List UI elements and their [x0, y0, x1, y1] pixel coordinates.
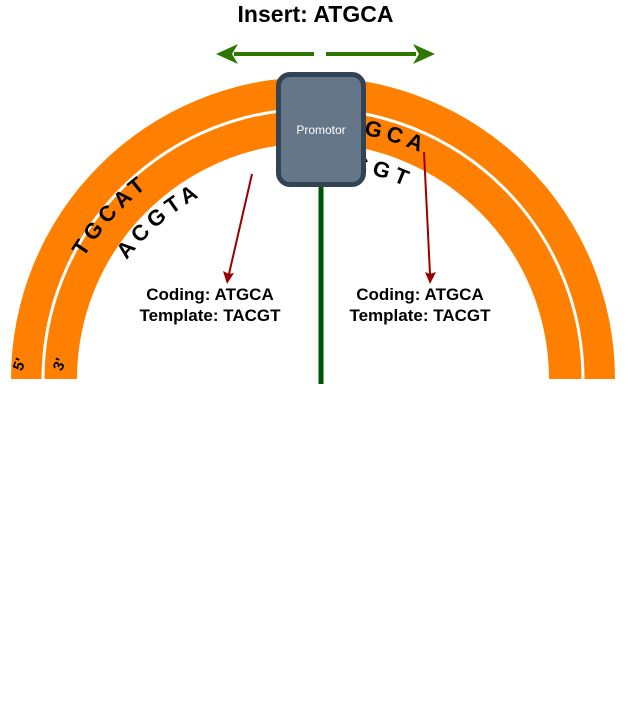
diagram-title: Insert: ATGCA — [237, 1, 394, 27]
right-pointer-arrow — [423, 151, 436, 284]
promoter-label: Promotor — [296, 122, 346, 137]
left-annotation: Coding: ATGCA Template: TACGT — [105, 284, 315, 326]
outer-strand — [11, 77, 615, 379]
promoter-box: Promotor — [276, 72, 366, 187]
left-template-label: Template: TACGT — [139, 306, 281, 325]
right-coding-label: Coding: ATGCA — [356, 285, 484, 304]
right-template-label: Template: TACGT — [349, 306, 491, 325]
left-pointer-arrow — [223, 173, 253, 284]
left-coding-label: Coding: ATGCA — [146, 285, 274, 304]
right-annotation: Coding: ATGCA Template: TACGT — [315, 284, 525, 326]
inner-strand — [43, 109, 583, 379]
five-prime-label: 5' — [10, 356, 30, 373]
right-direction-arrow — [326, 44, 435, 64]
left-direction-arrow — [216, 44, 314, 64]
three-prime-label: 3' — [50, 356, 70, 373]
